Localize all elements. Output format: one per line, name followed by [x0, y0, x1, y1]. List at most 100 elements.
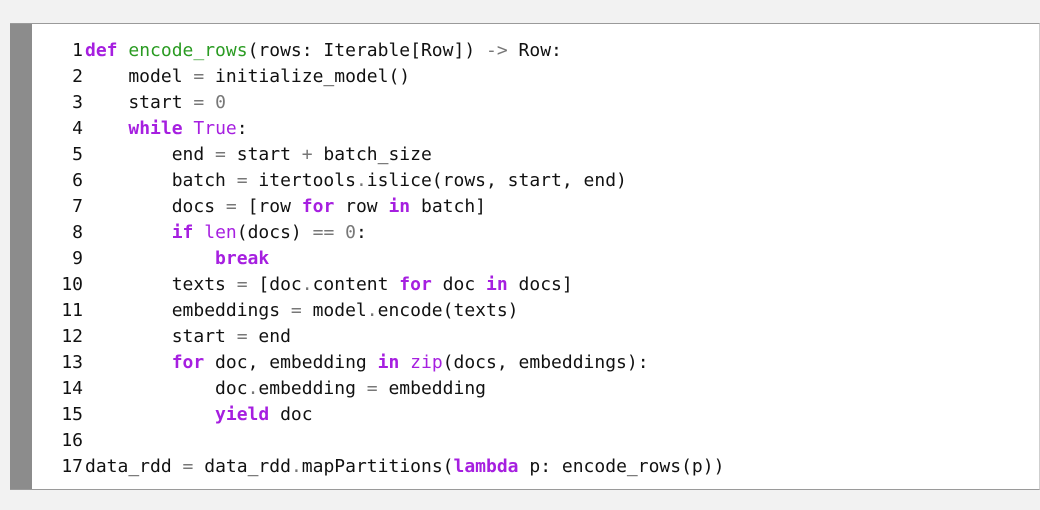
line-number: 14: [61, 378, 83, 399]
code-text: doc.embedding = embedding: [83, 376, 486, 402]
line-number: 13: [61, 352, 83, 373]
code-token: break: [215, 248, 270, 269]
code-token: itertools: [247, 170, 356, 191]
code-token: start: [85, 326, 237, 347]
code-line: 11 embeddings = model.encode(texts): [32, 298, 1039, 324]
code-token: [204, 92, 215, 113]
code-line: 8 if len(docs) == 0:: [32, 220, 1039, 246]
line-number: 1: [72, 40, 83, 61]
code-token: for: [171, 352, 205, 373]
code-token: .: [290, 456, 302, 477]
code-token: start: [85, 92, 194, 113]
code-token: doc: [431, 274, 486, 295]
code-token: [183, 118, 194, 139]
code-token: texts: [85, 274, 237, 295]
code-line: 2 model = initialize_model(): [32, 64, 1039, 90]
code-token: batch: [85, 170, 237, 191]
line-number: 6: [72, 170, 83, 191]
code-line: 12 start = end: [32, 324, 1039, 350]
line-number: 10: [61, 274, 83, 295]
code-token: 0: [215, 92, 226, 113]
code-token: (docs, embeddings):: [442, 352, 649, 373]
code-token: def: [85, 40, 118, 61]
code-token: [399, 352, 410, 373]
code-text: break: [83, 246, 269, 272]
code-token: (rows: Iterable[Row]): [247, 40, 486, 61]
code-token: doc: [85, 378, 248, 399]
code-token: =: [236, 274, 248, 295]
code-text: start = 0: [83, 90, 226, 116]
code-token: [row: [236, 196, 302, 217]
code-token: embedding: [377, 378, 486, 399]
code-token: islice(rows, start, end): [366, 170, 627, 191]
code-line: 3 start = 0: [32, 90, 1039, 116]
code-text: model = initialize_model(): [83, 64, 410, 90]
code-text: while True:: [83, 116, 247, 142]
code-token: model: [85, 66, 194, 87]
code-text: data_rdd = data_rdd.mapPartitions(lambda…: [83, 454, 724, 480]
line-number: 8: [72, 222, 83, 243]
code-token: content: [312, 274, 400, 295]
code-line: 15 yield doc: [32, 402, 1039, 428]
code-token: =: [193, 66, 205, 87]
code-token: +: [301, 144, 313, 165]
line-number: 2: [72, 66, 83, 87]
code-token: [doc: [247, 274, 302, 295]
code-line: 4 while True:: [32, 116, 1039, 142]
code-text: [83, 428, 85, 454]
code-token: in: [388, 196, 411, 217]
code-token: start: [225, 144, 302, 165]
code-token: p: encode_rows(p)): [518, 456, 725, 477]
code-token: =: [236, 326, 248, 347]
code-token: 0: [345, 222, 356, 243]
code-token: for: [301, 196, 335, 217]
code-token: [85, 118, 128, 139]
code-token: [85, 352, 172, 373]
code-token: row: [334, 196, 389, 217]
code-token: doc: [269, 404, 313, 425]
code-token: batch]: [410, 196, 487, 217]
line-number: 7: [72, 196, 83, 217]
code-token: (docs): [236, 222, 313, 243]
code-text: start = end: [83, 324, 291, 350]
code-text: batch = itertools.islice(rows, start, en…: [83, 168, 627, 194]
code-token: embedding: [258, 378, 367, 399]
code-token: len: [204, 222, 237, 243]
code-token: .: [247, 378, 259, 399]
code-token: model: [301, 300, 367, 321]
line-number: 4: [72, 118, 83, 139]
code-token: docs]: [507, 274, 573, 295]
code-token: [118, 40, 129, 61]
code-token: docs: [85, 196, 226, 217]
code-text: docs = [row for row in batch]: [83, 194, 486, 220]
code-token: data_rdd: [193, 456, 291, 477]
code-token: doc, embedding: [204, 352, 378, 373]
code-token: [85, 404, 215, 425]
code-token: .: [301, 274, 313, 295]
line-number: 3: [72, 92, 83, 113]
code-token: =: [182, 456, 194, 477]
code-token: [85, 248, 215, 269]
code-line: 6 batch = itertools.islice(rows, start, …: [32, 168, 1039, 194]
code-text: if len(docs) == 0:: [83, 220, 367, 246]
code-token: encode_rows: [128, 40, 248, 61]
code-line: 5 end = start + batch_size: [32, 142, 1039, 168]
code-token: zip: [410, 352, 443, 373]
code-token: :: [355, 222, 367, 243]
code-line: 10 texts = [doc.content for doc in docs]: [32, 272, 1039, 298]
code-token: lambda: [453, 456, 519, 477]
code-line: 9 break: [32, 246, 1039, 272]
code-token: ==: [312, 222, 335, 243]
code-text: yield doc: [83, 402, 313, 428]
code-token: encode(texts): [377, 300, 519, 321]
code-token: [193, 222, 204, 243]
code-token: [85, 222, 172, 243]
code-line: 7 docs = [row for row in batch]: [32, 194, 1039, 220]
code-token: if: [171, 222, 194, 243]
code-text: for doc, embedding in zip(docs, embeddin…: [83, 350, 649, 376]
code-text: texts = [doc.content for doc in docs]: [83, 272, 573, 298]
code-token: =: [236, 170, 248, 191]
